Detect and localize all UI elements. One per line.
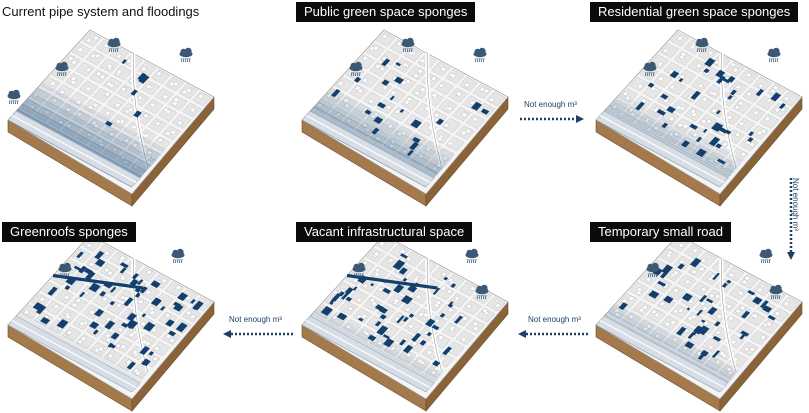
arrow-not-enough-left-1: Not enough m³ (518, 315, 590, 345)
rain-cloud-icon (107, 37, 121, 53)
rain-cloud-icon (179, 47, 193, 63)
panel-title: Temporary small road (590, 222, 731, 242)
rain-cloud-icon (767, 47, 781, 63)
city-blocks (20, 31, 212, 174)
arrow-label: Not enough m³ (528, 315, 581, 324)
city-block-illustration (7, 29, 215, 207)
arrow-not-enough-down: Not enough m³ (783, 176, 809, 262)
panel-residential-green-space: Residential green space sponges (590, 2, 805, 207)
rain-cloud-icon (352, 262, 366, 278)
dotted-arrow-down-icon (787, 178, 795, 260)
city-block-illustration (595, 234, 803, 412)
dotted-arrow-left-icon (518, 330, 588, 338)
rain-cloud-icon (401, 37, 415, 53)
infrastructure-sponge-band (52, 273, 144, 290)
sponge-areas (635, 57, 786, 165)
sponge-areas (331, 58, 490, 156)
panel-greenroofs-sponges: Greenroofs sponges (2, 207, 217, 412)
rain-cloud-icon (473, 47, 487, 63)
rain-cloud-icon (465, 248, 479, 264)
city-block-illustration (301, 29, 509, 207)
city-block-illustration (301, 234, 509, 412)
sponge-areas (104, 59, 150, 127)
rain-cloud-icon (646, 262, 660, 278)
rain-cloud-icon (7, 89, 21, 105)
city-blocks (608, 236, 800, 379)
panel-current-pipe-system: Current pipe system and floodings (2, 2, 217, 207)
panel-public-green-space: Public green space sponges (296, 2, 511, 207)
sponge-areas (32, 250, 204, 370)
dotted-arrow-right-icon (520, 115, 584, 123)
arrow-label: Not enough m³ (229, 315, 282, 324)
panel-title: Greenroofs sponges (2, 222, 136, 242)
panel-title: Current pipe system and floodings (2, 4, 200, 19)
rain-cloud-icon (349, 61, 363, 77)
panel-title: Residential green space sponges (590, 2, 799, 22)
panel-title: Vacant infrastructural space (296, 222, 473, 242)
arrow-not-enough-right: Not enough m³ (518, 100, 584, 130)
rain-cloud-icon (695, 37, 709, 53)
arrow-label: Not enough m³ (524, 100, 577, 109)
panel-title: Public green space sponges (296, 2, 476, 22)
rain-cloud-icon (769, 284, 783, 300)
rain-cloud-icon (58, 262, 72, 278)
city-block-illustration (595, 29, 803, 207)
rain-cloud-icon (171, 248, 185, 264)
panel-vacant-infrastructural-space: Vacant infrastructural space (296, 207, 511, 412)
rain-cloud-icon (55, 61, 69, 77)
sponge-areas (320, 253, 464, 367)
rain-cloud-icon (643, 61, 657, 77)
sponge-areas (618, 257, 776, 360)
arrow-not-enough-left-2: Not enough m³ (223, 315, 295, 345)
rain-cloud-icon (475, 284, 489, 300)
city-block-illustration (7, 234, 215, 412)
rain-cloud-icon (759, 248, 773, 264)
panel-temporary-small-road: Temporary small road (590, 207, 805, 412)
dotted-arrow-left-icon (223, 330, 293, 338)
